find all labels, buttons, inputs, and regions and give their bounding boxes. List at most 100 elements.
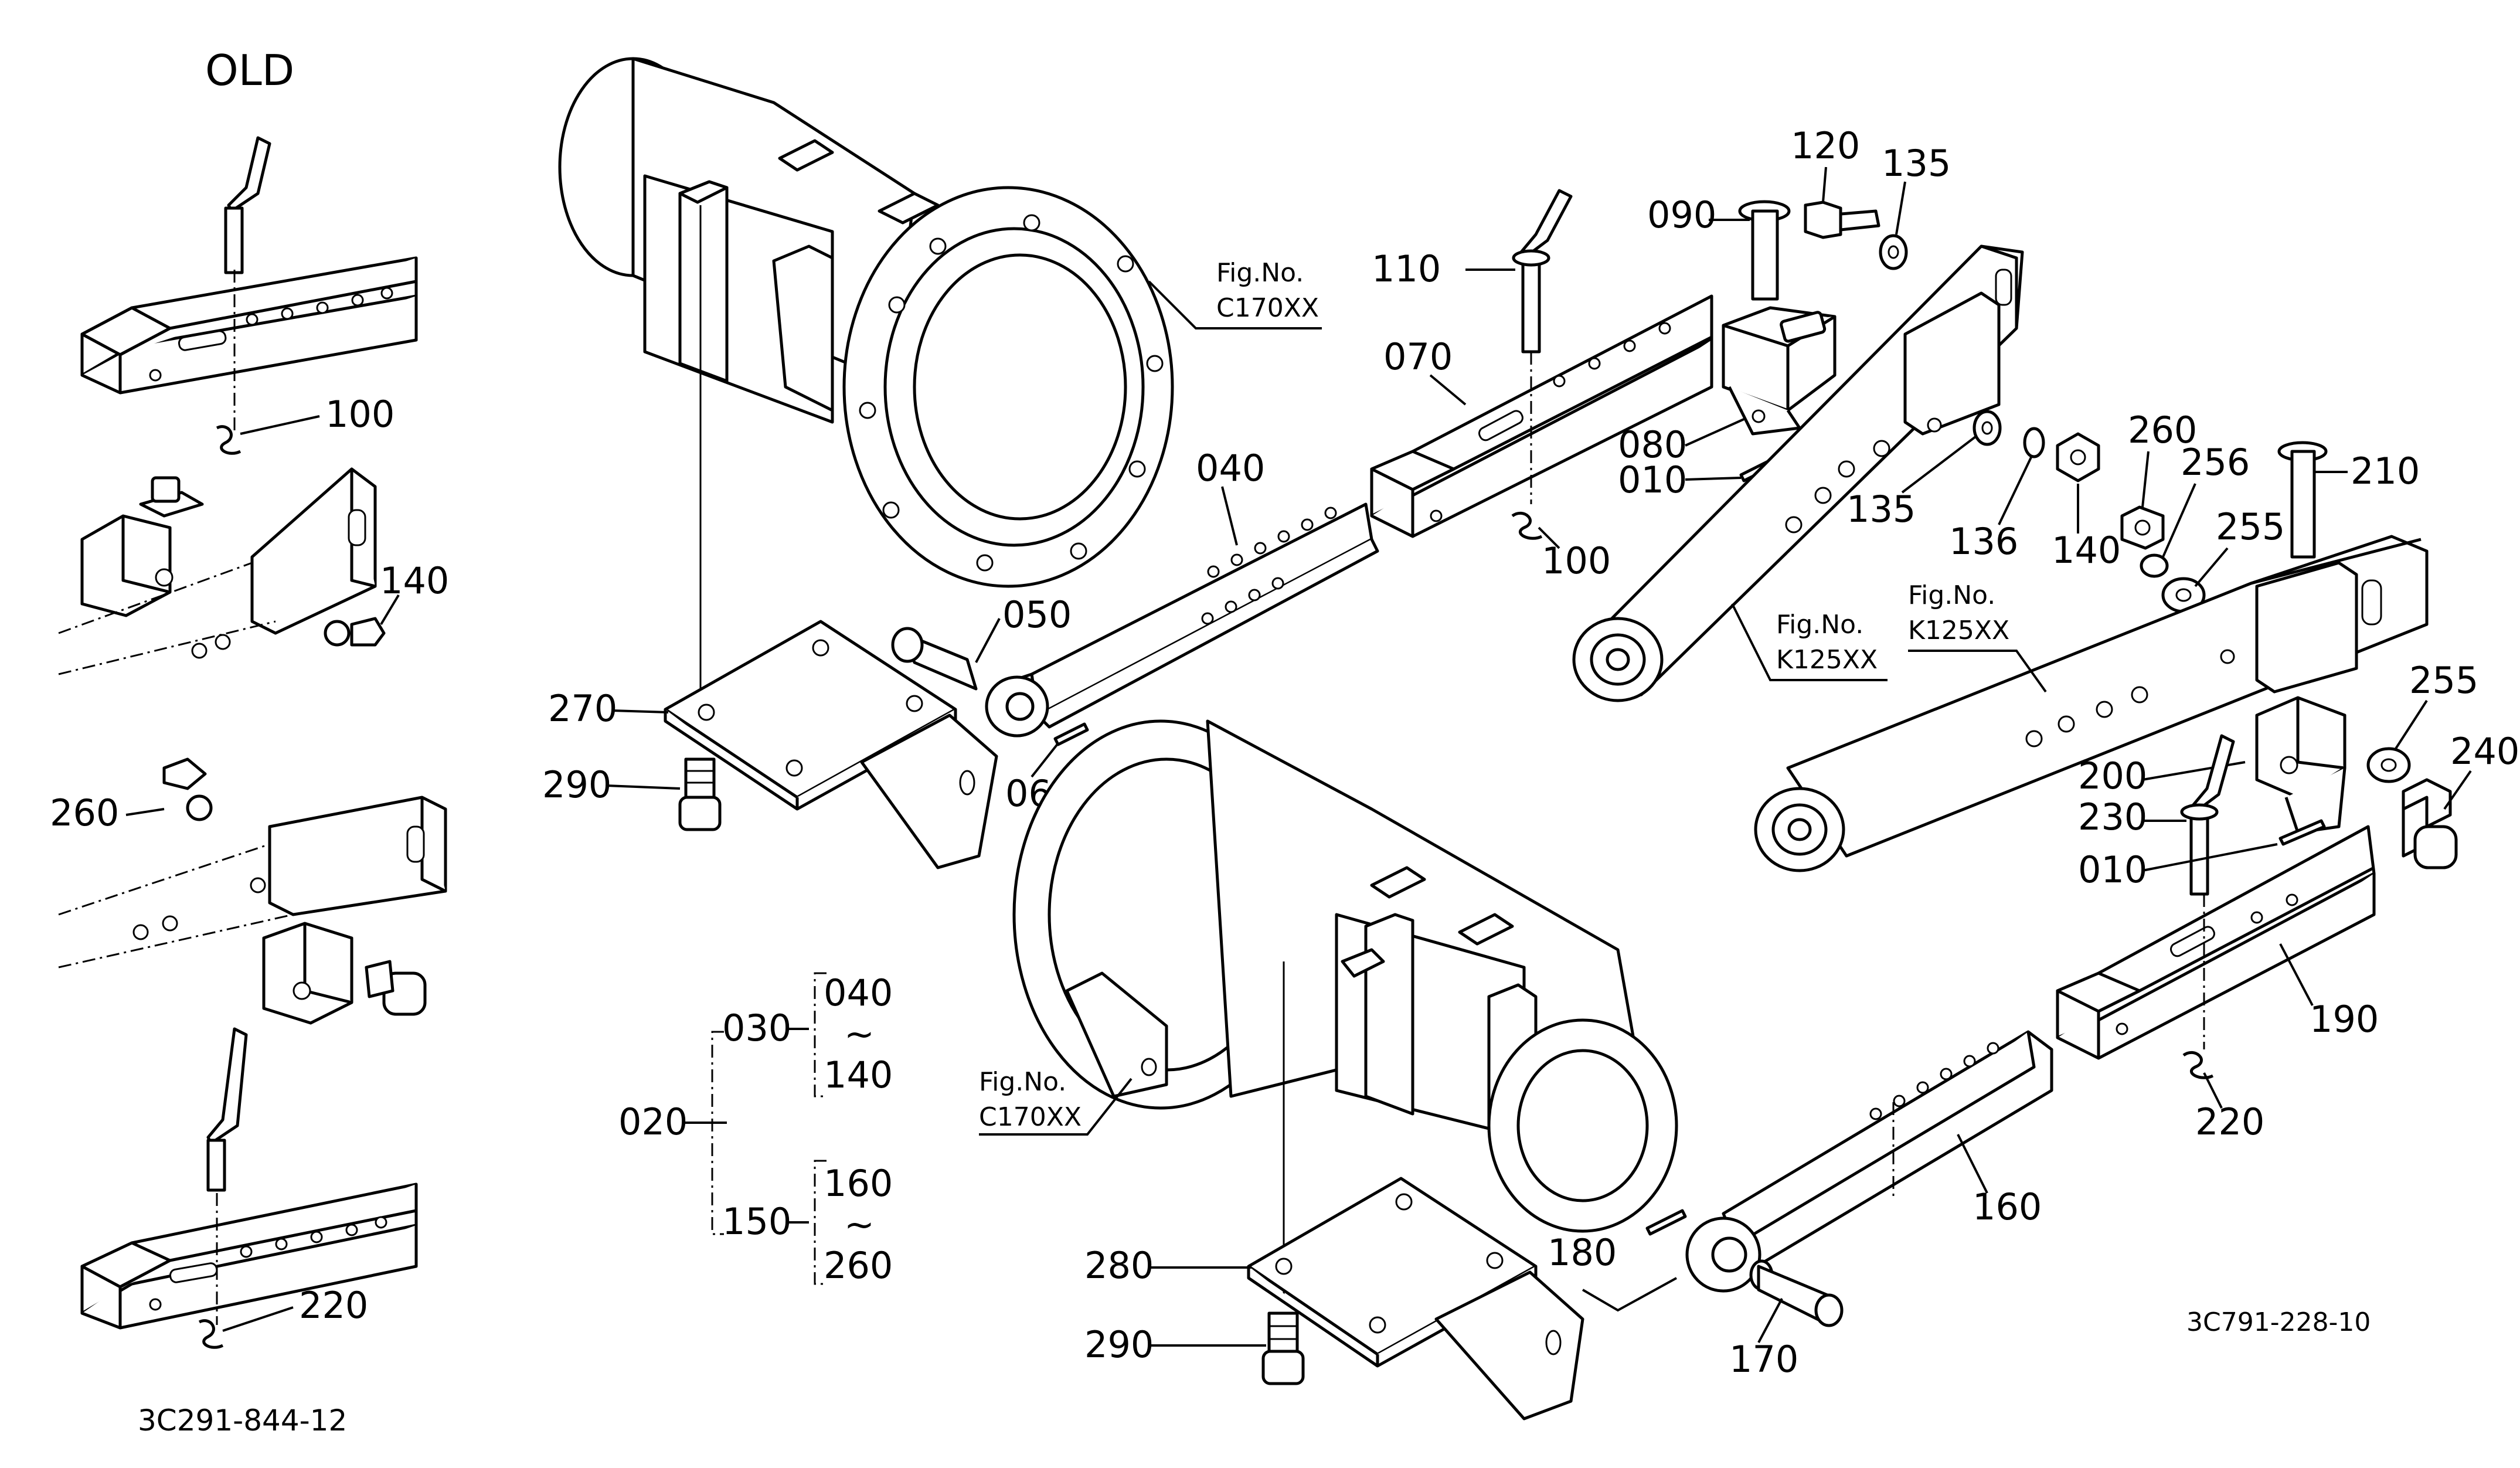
svg-text:Fig.No.: Fig.No. — [1776, 610, 1863, 640]
label-010b: 010 — [2078, 848, 2147, 891]
label-210: 210 — [2351, 450, 2420, 492]
bracket-200 — [2255, 696, 2346, 834]
label-290a: 290 — [542, 763, 611, 806]
diagram-title: OLD — [205, 46, 294, 95]
tree-branch-030: 030 — [722, 1007, 791, 1049]
old-lower-bracket-assembly — [58, 757, 447, 1025]
svg-text:C170XX: C170XX — [979, 1102, 1082, 1132]
svg-text:K125XX: K125XX — [1908, 616, 2009, 645]
nut-140b — [2056, 432, 2100, 482]
label-120: 120 — [1791, 124, 1860, 167]
label-255b: 255 — [2409, 659, 2478, 702]
tree-030-from: 040 — [824, 971, 893, 1014]
svg-text:Fig.No.: Fig.No. — [1216, 258, 1304, 288]
pin-110 — [1512, 189, 1573, 354]
lower-lift-arm — [1754, 535, 2429, 872]
outer-tube-070 — [1370, 294, 1713, 538]
label-240: 240 — [2450, 730, 2519, 773]
lower-axle-housing — [1012, 719, 1678, 1302]
bolt-290a — [678, 757, 722, 831]
tree-branch-150: 150 — [722, 1200, 791, 1243]
plate-270 — [664, 620, 998, 869]
adjust-link-160 — [1685, 1030, 2053, 1293]
fig-ref-c170xx-upper: Fig.No. C170XX — [1148, 258, 1322, 329]
fig-ref-k125xx-lower: Fig.No. K125XX — [1908, 580, 2047, 693]
pin-230 — [2180, 734, 2235, 896]
label-135b: 135 — [1846, 488, 1916, 531]
split-pin-060 — [1053, 722, 1089, 746]
label-010a: 010 — [1618, 458, 1687, 501]
spring-washer-136 — [2023, 427, 2045, 458]
svg-text:K125XX: K125XX — [1776, 645, 1878, 675]
pin-090 — [1738, 200, 1791, 301]
label-280: 280 — [1084, 1244, 1154, 1287]
split-pin-180 — [1645, 1209, 1687, 1236]
label-040: 040 — [1196, 447, 1265, 490]
label-140a: 140 — [380, 559, 449, 602]
label-260b: 260 — [2128, 409, 2197, 451]
label-230: 230 — [2078, 796, 2147, 838]
washer-255a — [2161, 577, 2206, 613]
label-080: 080 — [1618, 423, 1687, 466]
tree-150-tilde: ~ — [844, 1203, 875, 1246]
label-050: 050 — [1002, 593, 1072, 636]
label-180: 180 — [1548, 1231, 1617, 1274]
adjust-link-040 — [985, 502, 1379, 738]
old-upper-link-assembly — [80, 136, 418, 455]
pin-050 — [891, 627, 978, 691]
label-170: 170 — [1729, 1338, 1798, 1381]
label-100b: 100 — [1542, 539, 1611, 582]
label-256: 256 — [2181, 441, 2250, 484]
washer-135b — [1973, 410, 2002, 446]
label-090: 090 — [1647, 193, 1716, 236]
label-220b: 220 — [2195, 1100, 2264, 1143]
label-255a: 255 — [2216, 505, 2285, 548]
label-140b: 140 — [2052, 529, 2121, 572]
old-bracket-assembly — [58, 467, 400, 675]
svg-text:Fig.No.: Fig.No. — [1908, 580, 1995, 610]
part-tree: 020 030 040 ~ 140 150 160 ~ 260 — [618, 971, 893, 1287]
pin-210 — [2277, 441, 2328, 559]
label-260a: 260 — [50, 791, 119, 834]
label-290b: 290 — [1084, 1323, 1154, 1366]
spring-clip-220b — [2182, 1051, 2214, 1079]
label-110: 110 — [1372, 247, 1441, 290]
label-200: 200 — [2078, 755, 2147, 797]
outer-tube-190 — [2056, 825, 2376, 1060]
tree-030-to: 140 — [824, 1054, 893, 1096]
spring-washer-256 — [2140, 553, 2169, 578]
upper-axle-housing — [558, 57, 1174, 709]
label-190: 190 — [2310, 998, 2379, 1041]
tree-root: 020 — [618, 1100, 688, 1143]
svg-text:Fig.No.: Fig.No. — [979, 1067, 1066, 1097]
tree-150-to: 260 — [824, 1244, 893, 1287]
spring-clip-100b — [1511, 511, 1543, 540]
bracket-080 — [1722, 306, 1837, 436]
label-270: 270 — [548, 687, 617, 730]
pin-170 — [1749, 1259, 1844, 1327]
washer-135a — [1879, 234, 1908, 270]
drawing-code-left: 3C291-844-12 — [138, 1404, 347, 1438]
svg-text:C170XX: C170XX — [1216, 293, 1319, 323]
tree-030-tilde: ~ — [844, 1012, 875, 1055]
nut-260b — [2120, 505, 2165, 550]
label-070: 070 — [1383, 335, 1453, 378]
bolt-290b — [1261, 1311, 1305, 1385]
upper-lift-arm — [1572, 244, 2024, 702]
label-160: 160 — [1973, 1185, 2042, 1228]
fig-ref-k125xx-upper: Fig.No. K125XX — [1731, 603, 1888, 681]
label-100a: 100 — [325, 393, 395, 436]
tree-150-from: 160 — [824, 1162, 893, 1205]
drawing-code-right: 3C791-228-10 — [2186, 1307, 2371, 1337]
label-220a: 220 — [299, 1284, 368, 1327]
bolt-240 — [2402, 778, 2458, 869]
plate-280 — [1247, 1177, 1584, 1421]
old-lower-link-assembly — [80, 1027, 418, 1349]
label-136: 136 — [1949, 520, 2018, 563]
label-135a: 135 — [1882, 142, 1951, 185]
bolt-120 — [1804, 201, 1880, 239]
split-pin-010b — [2278, 819, 2326, 846]
washer-255b — [2366, 747, 2411, 783]
fig-ref-c170xx-lower: Fig.No. C170XX — [979, 1067, 1133, 1136]
